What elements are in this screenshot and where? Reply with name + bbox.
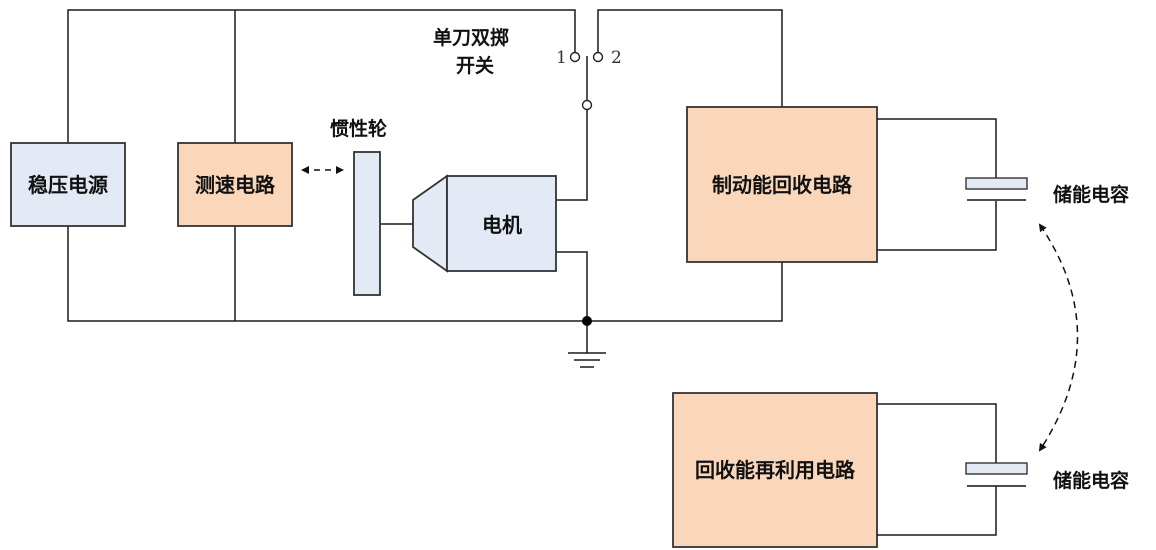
power-supply-box <box>10 142 126 227</box>
reuse-circuit-block: 回收能再利用电路 <box>672 392 878 548</box>
power-supply-label: 稳压电源 <box>28 173 108 197</box>
motor-to-switch-wire <box>556 108 588 201</box>
motor-shaft-housing <box>412 174 448 273</box>
switch-to-braking-wire <box>597 9 783 107</box>
flywheel-bar <box>353 151 381 296</box>
top-capacitor: 储能电容 <box>877 118 1129 251</box>
bottom-capacitor-lower-wire <box>877 486 997 536</box>
main-circuit-wires <box>67 9 783 353</box>
braking-recovery-label: 制动能回收电路 <box>712 173 853 197</box>
speed-circuit-label: 测速电路 <box>195 173 276 197</box>
bottom-capacitor: 储能电容 <box>877 403 1129 536</box>
dashed-curved-double-arrow-icon <box>1038 223 1079 452</box>
flywheel-block: 惯性轮 <box>330 117 387 296</box>
switch-common-terminal <box>581 99 593 111</box>
bottom-capacitor-plate-upper <box>965 462 1028 475</box>
bottom-capacitor-label: 储能电容 <box>1053 469 1129 492</box>
braking-recovery-box <box>686 106 878 263</box>
motor-body <box>446 175 557 272</box>
bottom-capacitor-upper-wire <box>877 403 997 463</box>
bottom-rail-wire <box>67 226 783 322</box>
speed-circuit-box <box>177 142 293 227</box>
power-supply-block: 稳压电源 <box>10 142 126 227</box>
switch-terminal-1 <box>569 51 581 63</box>
top-capacitor-label: 储能电容 <box>1053 183 1129 206</box>
top-capacitor-upper-wire <box>877 118 997 178</box>
spdt-switch: 1 2 单刀双掷 开关 <box>433 26 622 111</box>
top-capacitor-plate-upper <box>965 177 1028 190</box>
junction-dot-icon <box>582 316 592 326</box>
switch-label-line2: 开关 <box>456 54 494 77</box>
switch-terminal-1-label: 1 <box>556 48 567 68</box>
motor-to-ground-wire <box>556 251 588 321</box>
braking-recovery-block: 制动能回收电路 <box>686 106 878 263</box>
motor-label: 电机 <box>482 213 522 237</box>
top-rail-wire <box>67 9 576 143</box>
ground-icon <box>568 352 606 368</box>
switch-terminal-2 <box>592 51 604 63</box>
flywheel-label: 惯性轮 <box>330 117 387 140</box>
reuse-circuit-label: 回收能再利用电路 <box>695 458 856 482</box>
speed-circuit-block: 测速电路 <box>177 142 293 227</box>
switch-terminal-2-label: 2 <box>611 48 622 68</box>
top-capacitor-lower-wire <box>877 201 997 251</box>
switch-label-line1: 单刀双掷 <box>433 26 509 49</box>
reuse-circuit-box <box>672 392 878 548</box>
motor-block: 电机 <box>412 174 557 273</box>
